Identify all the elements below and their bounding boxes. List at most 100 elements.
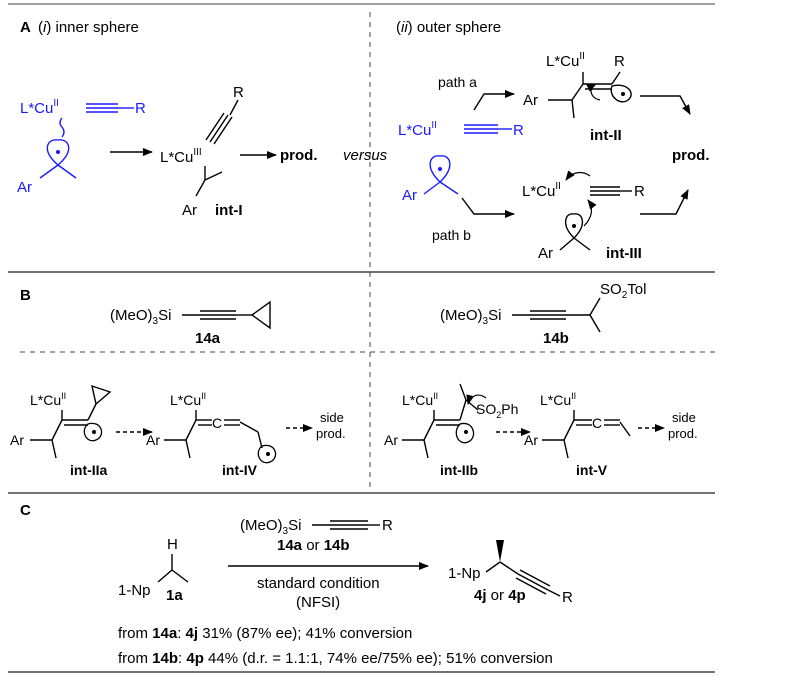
int-iia-orbital — [83, 422, 103, 442]
c14b-formula: (MeO)3Si — [440, 307, 501, 327]
int-iia-structure: L*CuII Ar int-IIa — [10, 384, 112, 478]
outer-r-label: R — [513, 122, 524, 139]
c1a-label: 1a — [166, 587, 183, 604]
inner-ar-label: Ar — [17, 179, 32, 196]
int-iib-cu-label: L*CuII — [402, 391, 438, 408]
path-a-label: path a — [438, 74, 477, 90]
int-iib-structure: L*CuII SO2Ph Ar int-IIb — [384, 383, 518, 478]
int-iii-orbital — [565, 213, 583, 239]
c14a-formula: (MeO)3Si — [110, 307, 171, 327]
c14b-label: 14b — [543, 330, 569, 347]
path-a-arrow — [473, 90, 515, 111]
path-b-arrow — [461, 197, 515, 218]
result-line-14a: from 14a: 4j 31% (87% ee); 41% conversio… — [118, 625, 412, 642]
int-i-ar-label: Ar — [182, 202, 197, 219]
condition-label: standard condition — [257, 575, 380, 592]
int-ii-label: int-II — [590, 127, 622, 144]
compound-1a: H 1-Np 1a — [118, 536, 189, 604]
inner-squiggle — [59, 117, 65, 138]
int-iii-ar-label: Ar — [538, 245, 553, 262]
reagent-choice: 14a or 14b — [277, 537, 350, 554]
int-ii-orbital — [610, 84, 632, 103]
int-iii-structure: L*CuII R Ar int-III — [522, 170, 645, 262]
int-iv-c: C — [212, 415, 222, 431]
int-v-ar-label: Ar — [524, 432, 538, 448]
inner-cu-label: L*CuII — [20, 98, 59, 117]
inner-r-label: R — [135, 100, 146, 117]
inner-prod-label: prod. — [280, 147, 318, 164]
int-iv-cu-label: L*CuII — [170, 391, 206, 408]
int-iib-label: int-IIb — [440, 462, 478, 478]
product-label: 4j or 4p — [474, 587, 526, 604]
int-i-cu-label: L*CuIII — [160, 147, 202, 166]
arrow-int-ii-to-prod — [640, 95, 691, 115]
int-iii-r-label: R — [634, 183, 645, 200]
int-iv-orbital — [257, 444, 277, 464]
int-iv-label: int-IV — [222, 462, 258, 478]
panel-a: A (i) inner sphere (ii) outer sphere L*C… — [17, 19, 710, 262]
int-v-label: int-V — [576, 462, 608, 478]
int-iib-so2ph: SO2Ph — [476, 401, 518, 420]
int-i-r-label: R — [233, 84, 244, 101]
int-v-cu-label: L*CuII — [540, 391, 576, 408]
c1a-np: 1-Np — [118, 582, 151, 599]
int-i-structure: L*CuIII R Ar int-I — [160, 84, 244, 219]
nfsi-label: (NFSI) — [296, 594, 340, 611]
compound-14a: (MeO)3Si 14a — [110, 300, 271, 347]
reagent-r: R — [382, 517, 393, 534]
arrow-int-iii-to-prod — [640, 189, 689, 215]
panel-c-letter: C — [20, 502, 31, 519]
outer-ar-label: Ar — [402, 187, 417, 204]
int-iia-cu-label: L*CuII — [30, 391, 66, 408]
product-structure: 1-Np R 4j or 4p — [448, 540, 573, 606]
outer-sphere-title: (ii) outer sphere — [396, 19, 501, 36]
int-iii-cu-label: L*CuII — [522, 181, 561, 200]
int-iii-label: int-III — [606, 245, 642, 262]
side-prod-label-1: prod. — [316, 426, 346, 441]
reagent-formula: (MeO)3Si — [240, 517, 301, 537]
product-r: R — [562, 589, 573, 606]
product-np: 1-Np — [448, 565, 481, 582]
compound-14b: (MeO)3Si SO2Tol 14b — [440, 281, 646, 347]
int-iii-curved-arrow — [565, 170, 591, 181]
side-label-2: side — [672, 410, 696, 425]
product-wedge-bond — [496, 540, 504, 562]
int-ii-cu-label: L*CuII — [546, 51, 585, 70]
reaction-conditions: (MeO)3Si R 14a or 14b standard condition… — [228, 517, 429, 611]
side-label-1: side — [320, 410, 344, 425]
inner-radical-orbital — [46, 139, 70, 166]
outer-cu-acetylide: L*CuII R Ar — [398, 120, 524, 204]
outer-prod-label: prod. — [672, 147, 710, 164]
int-iib-orbital — [455, 422, 475, 444]
panel-a-letter: A — [20, 19, 31, 36]
panel-b-letter: B — [20, 287, 31, 304]
inner-sphere-title: (i) inner sphere — [38, 19, 139, 36]
outer-cu-label: L*CuII — [398, 120, 437, 139]
c14b-so2tol: SO2Tol — [600, 281, 646, 301]
int-iia-label: int-IIa — [70, 462, 108, 478]
int-iv-structure: L*CuII C Ar int-IV — [146, 391, 277, 478]
int-ii-curved-arrow — [586, 83, 601, 101]
inner-cu-acetylide: L*CuII R Ar — [17, 98, 146, 196]
int-iib-ar-label: Ar — [384, 432, 398, 448]
int-ii-r-label: R — [614, 53, 625, 70]
int-i-label: int-I — [215, 202, 243, 219]
panel-b: B (MeO)3Si 14a (MeO)3Si SO2Tol 14b — [10, 281, 698, 478]
int-ii-structure: L*CuII R Ar int-II — [523, 51, 632, 144]
int-ii-ar-label: Ar — [523, 92, 538, 109]
int-v-c: C — [592, 415, 602, 431]
versus-label: versus — [343, 147, 388, 164]
outer-radical-orbital — [429, 155, 451, 183]
panel-dividers — [8, 3, 715, 673]
int-iv-ar-label: Ar — [146, 432, 160, 448]
panel-c: C H 1-Np 1a (MeO)3Si R 14a or 14b standa… — [20, 502, 573, 667]
int-iii-curved-arrow-2 — [583, 199, 597, 227]
int-iib-curved-arrow — [466, 394, 487, 405]
path-b-label: path b — [432, 227, 471, 243]
result-line-14b: from 14b: 4p 44% (d.r. = 1.1:1, 74% ee/7… — [118, 650, 553, 667]
int-v-structure: L*CuII C Ar int-V — [524, 391, 631, 478]
side-prod-label-2: prod. — [668, 426, 698, 441]
int-iia-ar-label: Ar — [10, 432, 24, 448]
c14a-label: 14a — [195, 330, 221, 347]
c1a-h: H — [167, 536, 178, 553]
